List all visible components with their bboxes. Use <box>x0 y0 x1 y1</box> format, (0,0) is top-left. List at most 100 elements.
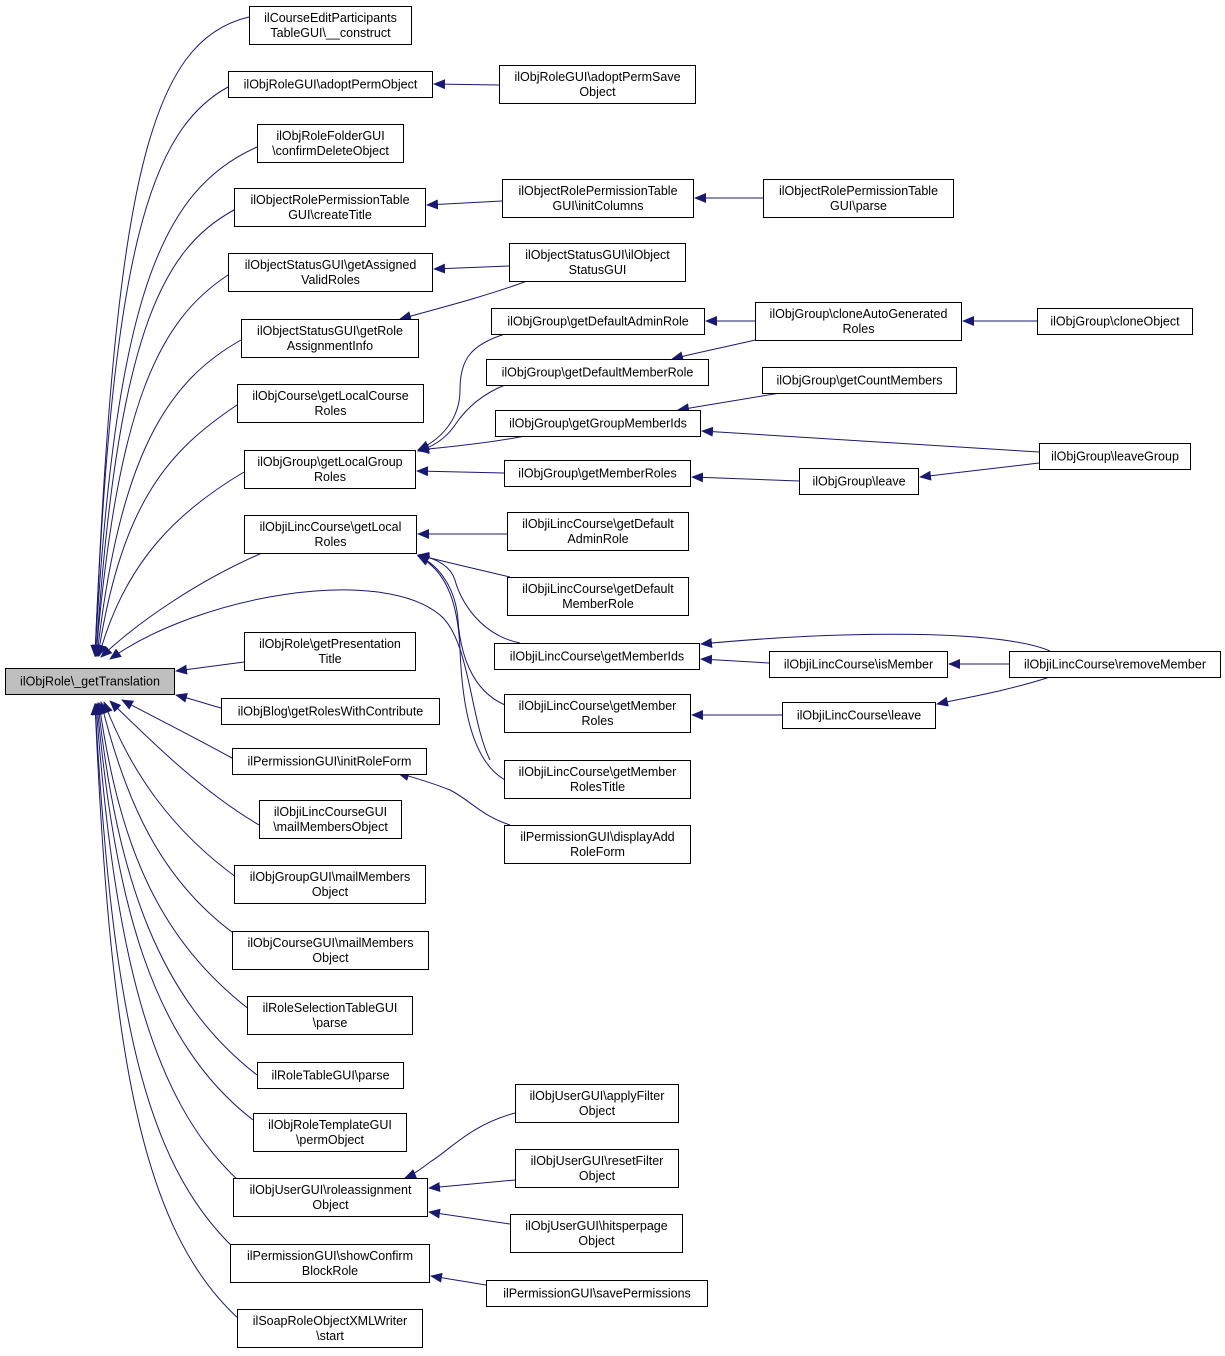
node-label-line: ilObjGroup\getLocalGroup <box>257 455 402 469</box>
node-label-line: \mailMembersObject <box>273 820 388 834</box>
node-pSave[interactable]: ilPermissionGUI\savePermissions <box>486 1280 708 1307</box>
call-edge-pInitForm-pDisplayAdd <box>397 771 511 826</box>
node-box <box>769 651 948 678</box>
node-box <box>230 1244 430 1283</box>
node-label-line: Roles <box>314 470 346 484</box>
node-box <box>257 1062 404 1089</box>
call-edge-root-rgAdopt <box>90 86 229 657</box>
node-ortPerm[interactable]: ilObjRoleTemplateGUI\permObject <box>253 1113 407 1152</box>
node-label-line: ilObjiLincCourse\getMember <box>519 765 677 779</box>
node-box <box>233 1178 428 1217</box>
node-label-line: ilRoleSelectionTableGUI <box>263 1001 398 1015</box>
node-label-line: ilPermissionGUI\displayAdd <box>520 830 674 844</box>
node-ogMemberRoles[interactable]: ilObjGroup\getMemberRoles <box>504 460 691 487</box>
node-box <box>507 577 689 616</box>
node-label-line: ilObjCourse\getLocalCourse <box>252 389 408 403</box>
node-ogGuiMail[interactable]: ilObjGroupGUI\mailMembersObject <box>234 865 426 904</box>
call-edge-root-ogGuiMail <box>103 701 241 881</box>
node-ocGuiMail[interactable]: ilObjCourseGUI\mailMembersObject <box>232 931 429 970</box>
node-label-line: ilObjiLincCourse\removeMember <box>1024 658 1206 672</box>
node-box <box>504 460 691 487</box>
node-ilcgMail[interactable]: ilObjiLincCourseGUI\mailMembersObject <box>259 800 402 839</box>
node-label-line: TableGUI\__construct <box>270 26 391 40</box>
node-ilcDefAdmin[interactable]: ilObjiLincCourse\getDefaultAdminRole <box>507 512 689 551</box>
node-ogCount[interactable]: ilObjGroup\getCountMembers <box>762 367 957 394</box>
call-edge-ogDefMember-ogCloneAuto <box>671 339 756 362</box>
node-label-line: GUI\parse <box>830 199 887 213</box>
node-pInitForm[interactable]: ilPermissionGUI\initRoleForm <box>232 748 427 775</box>
node-label-line: ilObjectRolePermissionTable <box>779 184 938 198</box>
node-label-line: ilObjRoleTemplateGUI <box>268 1118 392 1132</box>
node-label-line: ilObjectStatusGUI\getRole <box>257 324 403 338</box>
call-edge-root-osRole <box>93 339 242 657</box>
node-ilcMemberIds[interactable]: ilObjiLincCourse\getMemberIds <box>494 643 700 670</box>
node-orptInit[interactable]: ilObjectRolePermissionTableGUI\initColum… <box>502 179 694 218</box>
node-box <box>494 643 700 670</box>
node-rfConfirm[interactable]: ilObjRoleFolderGUI\confirmDeleteObject <box>257 124 404 163</box>
node-label-line: Title <box>318 652 341 666</box>
node-osCtor[interactable]: ilObjectStatusGUI\ilObjectStatusGUI <box>509 243 686 282</box>
node-ilcRemove[interactable]: ilObjiLincCourse\removeMember <box>1009 651 1221 678</box>
node-rgAdopt[interactable]: ilObjRoleGUI\adoptPermObject <box>228 71 433 98</box>
node-rsParse[interactable]: ilRoleSelectionTableGUI\parse <box>247 996 413 1035</box>
node-label-line: AssignmentInfo <box>287 339 373 353</box>
node-ogLeave[interactable]: ilObjGroup\leave <box>799 468 919 495</box>
call-edge-root-orPres <box>175 661 245 675</box>
node-label-line: Object <box>312 885 349 899</box>
node-label-line: \permObject <box>296 1133 365 1147</box>
call-edge-root-orptCreate <box>91 209 235 657</box>
node-label-line: ilObjCourseGUI\mailMembers <box>247 936 413 950</box>
node-label-line: \confirmDeleteObject <box>272 144 389 158</box>
call-edge-ogLocal-ogDefAdmin <box>417 333 506 451</box>
node-label-line: ilPermissionGUI\initRoleForm <box>248 755 412 769</box>
node-orptCreate[interactable]: ilObjectRolePermissionTableGUI\createTit… <box>234 188 426 227</box>
node-box <box>515 1149 679 1188</box>
node-label-line: ilPermissionGUI\savePermissions <box>503 1287 691 1301</box>
node-label-line: ilObjUserGUI\applyFilter <box>530 1089 665 1103</box>
node-ilcIsMember[interactable]: ilObjiLincCourse\isMember <box>769 651 948 678</box>
node-box <box>504 694 691 733</box>
node-root[interactable]: ilObjRole\_getTranslation <box>5 668 175 695</box>
node-ogDefAdmin[interactable]: ilObjGroup\getDefaultAdminRole <box>491 308 705 335</box>
call-edge-pShowConfirm-pSave <box>430 1272 487 1286</box>
node-ogDefMember[interactable]: ilObjGroup\getDefaultMemberRole <box>486 359 709 386</box>
call-edge-root-ilcgMail <box>109 700 260 826</box>
node-soapStart[interactable]: ilSoapRoleObjectXMLWriter\start <box>237 1309 423 1348</box>
node-ceptg[interactable]: ilCourseEditParticipantsTableGUI\__const… <box>249 6 412 45</box>
node-ogGroupIds[interactable]: ilObjGroup\getGroupMemberIds <box>495 410 701 437</box>
node-box <box>232 748 427 775</box>
node-label-line: ilObjRoleGUI\adoptPermSave <box>514 70 680 84</box>
call-edge-root-ogLocal <box>97 471 245 657</box>
node-box <box>507 512 689 551</box>
node-ilcMemberRoles[interactable]: ilObjiLincCourse\getMemberRoles <box>504 694 691 733</box>
node-ogCloneObj[interactable]: ilObjGroup\cloneObject <box>1037 308 1193 335</box>
call-edge-root-pShowConfirm <box>90 703 237 1251</box>
node-label-line: GUI\initColumns <box>553 199 644 213</box>
node-label-line: ilObjRole\getPresentation <box>259 637 401 651</box>
call-edge-root-ilcRolesTitle <box>109 589 491 761</box>
node-ilcLeave[interactable]: ilObjiLincCourse\leave <box>782 702 936 729</box>
node-label-line: ilPermissionGUI\showConfirm <box>247 1249 413 1263</box>
node-ilcDefMember[interactable]: ilObjiLincCourse\getDefaultMemberRole <box>507 577 689 616</box>
node-blog[interactable]: ilObjBlog\getRolesWithContribute <box>221 698 440 725</box>
node-rtParse[interactable]: ilRoleTableGUI\parse <box>257 1062 404 1089</box>
call-edge-ouRoleAssign-ouApply <box>404 1112 516 1179</box>
node-ogLeaveGroup[interactable]: ilObjGroup\leaveGroup <box>1039 443 1191 470</box>
